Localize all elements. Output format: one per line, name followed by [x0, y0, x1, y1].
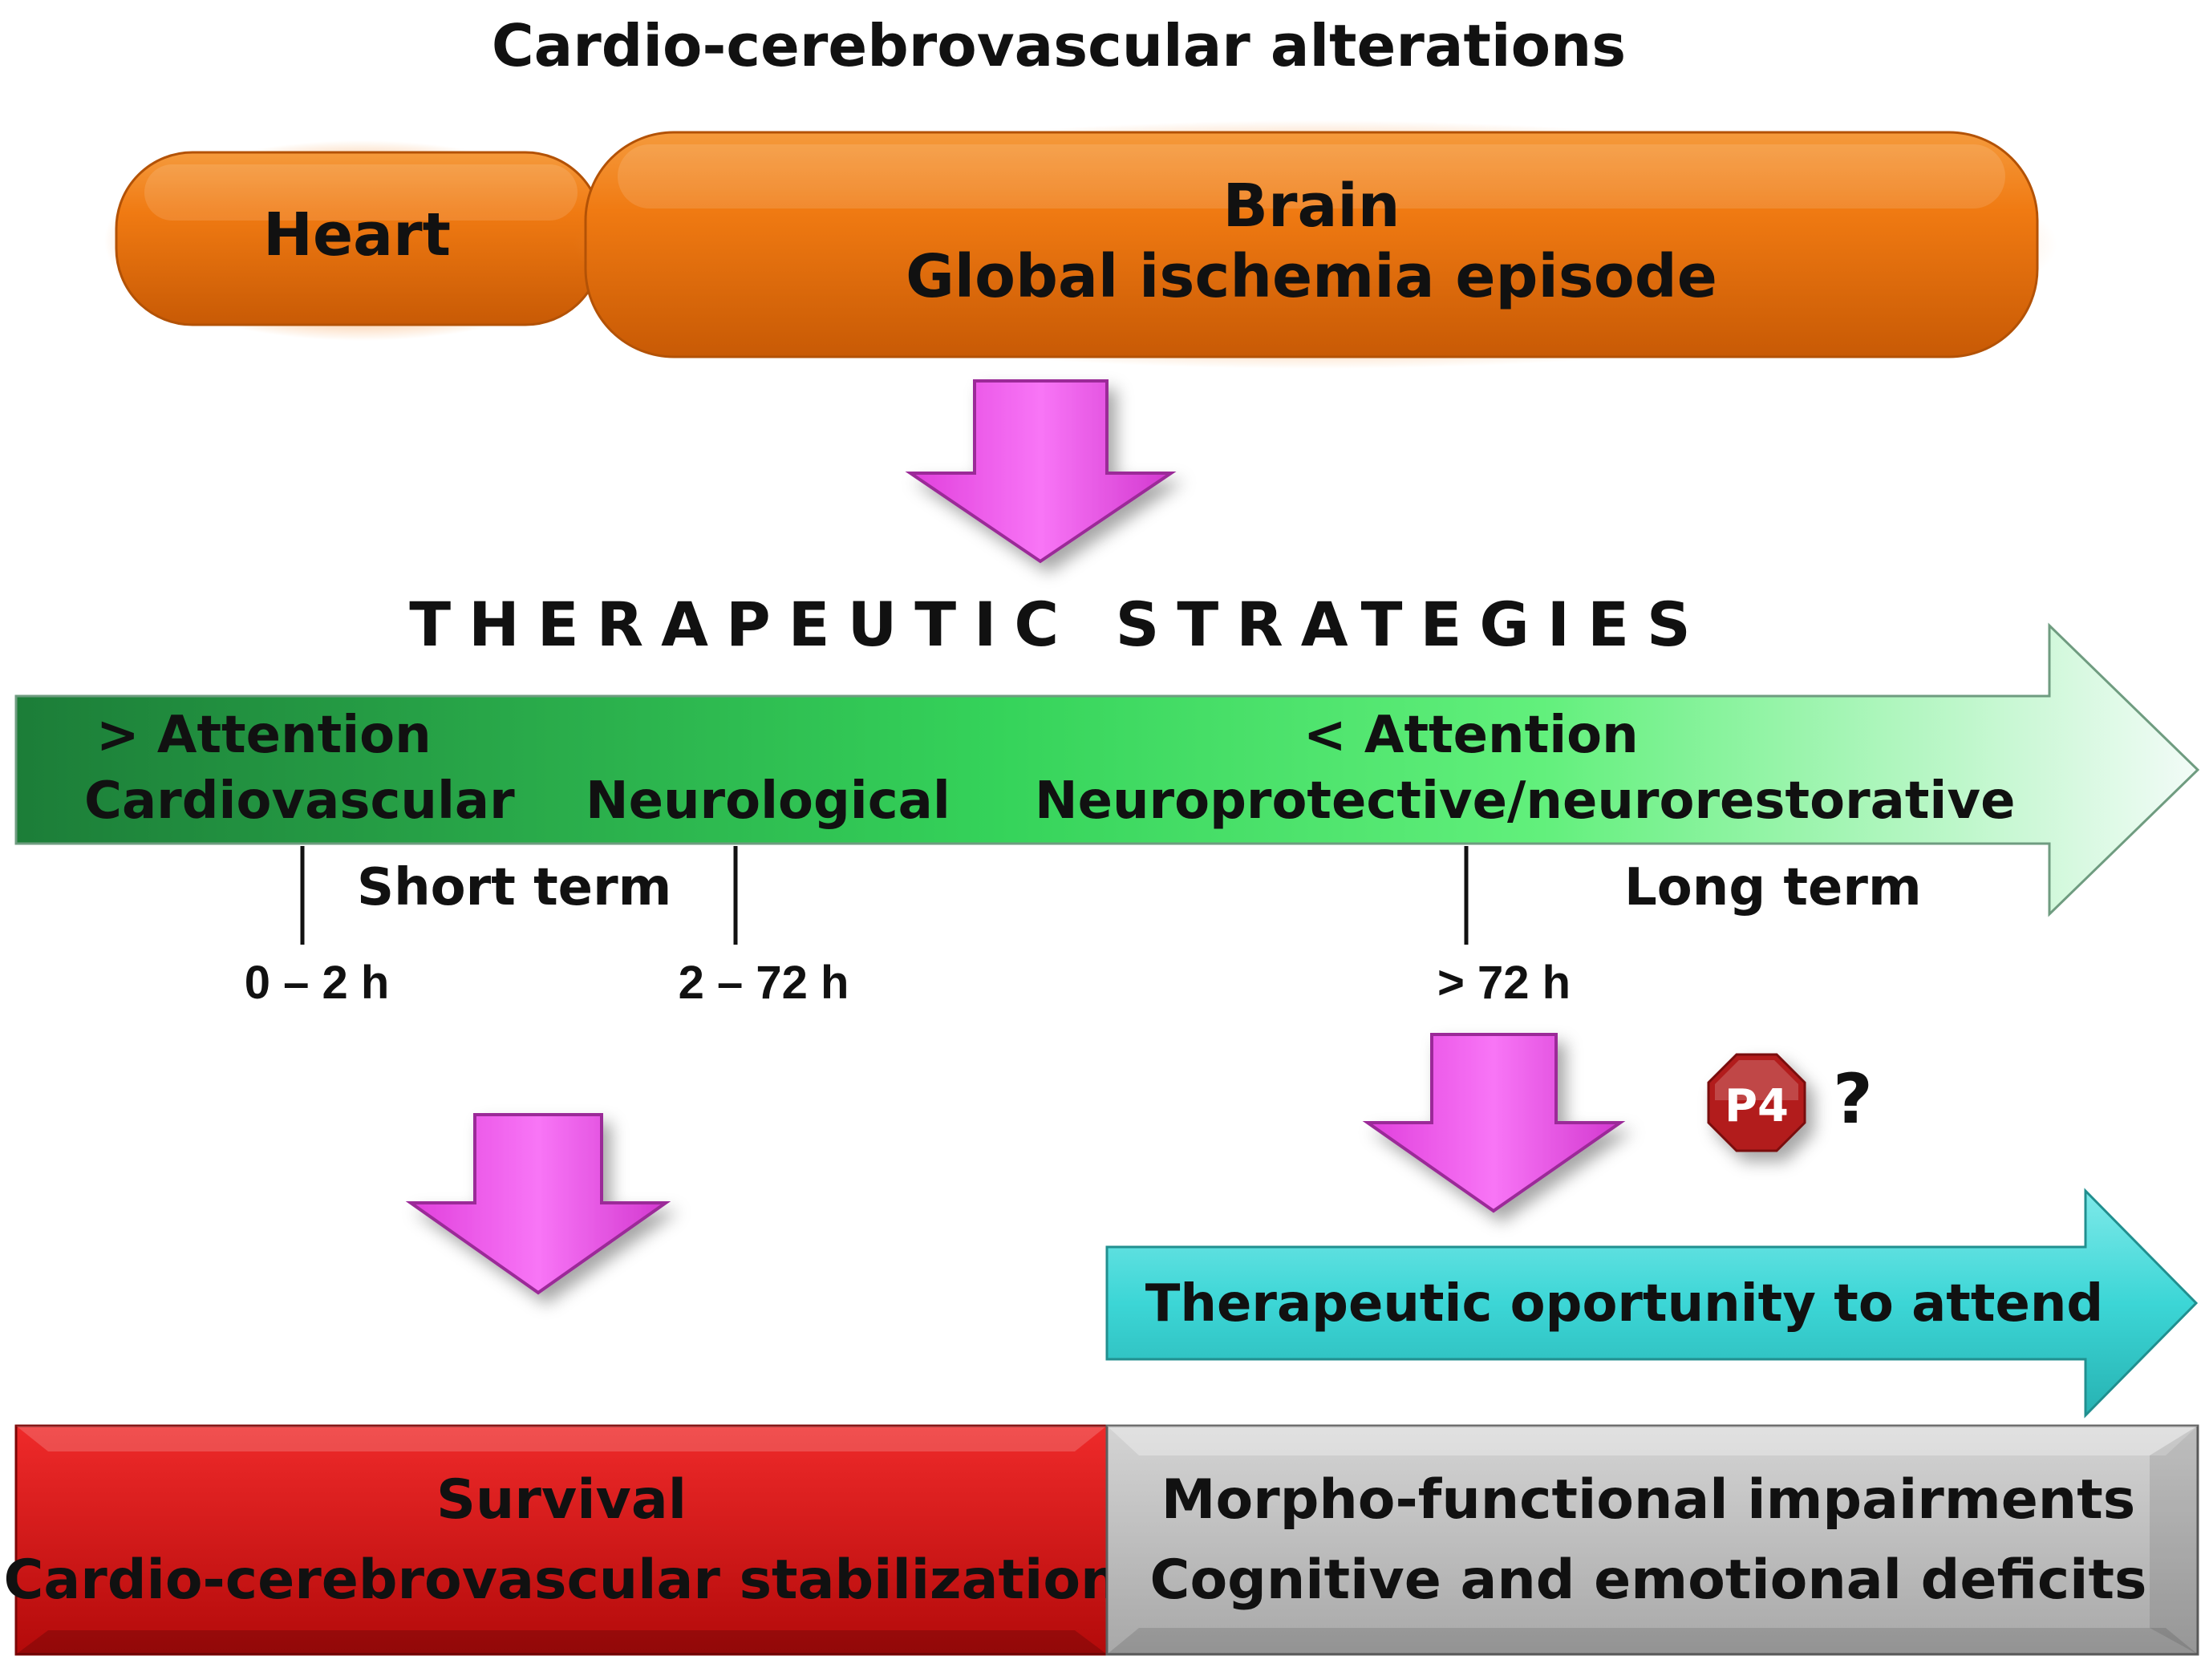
survival-label: Survival — [436, 1468, 687, 1532]
heart-box: Heart — [104, 140, 618, 341]
more-attention-label: > Attention — [96, 706, 432, 765]
p4-label: P4 — [1725, 1080, 1789, 1132]
tick-label-2-72h: 2 – 72 h — [679, 957, 849, 1009]
ischemia-label: Global ischemia episode — [906, 242, 1717, 311]
impairments-box: Morpho-functional impairments Cognitive … — [1105, 1424, 2199, 1656]
tick-label-0-2h: 0 – 2 h — [245, 957, 390, 1009]
down-arrow-2 — [1362, 1033, 1626, 1213]
diagram-title: Cardio-cerebrovascular alterations — [492, 12, 1626, 79]
morpho-functional-label: Morpho-functional impairments — [1161, 1468, 2135, 1532]
down-arrow-1 — [905, 379, 1177, 564]
timeline-arrow — [14, 622, 2200, 917]
cardiovascular-label: Cardiovascular — [84, 771, 515, 831]
cognitive-deficits-label: Cognitive and emotional deficits — [1150, 1548, 2147, 1612]
opportunity-arrow — [1105, 1188, 2199, 1419]
brain-box: Brain Global ischemia episode — [574, 120, 2057, 369]
opportunity-label: Therapeutic oportunity to attend — [1145, 1274, 2103, 1334]
question-mark: ? — [1833, 1059, 1873, 1140]
stabilization-label: Cardio-cerebrovascular stabilization — [4, 1548, 1120, 1612]
long-term-label: Long term — [1624, 858, 1922, 917]
short-term-label: Short term — [357, 858, 671, 917]
neuroprotective-label: Neuroprotective/neurorestorative — [1035, 771, 2015, 831]
p4-badge: P4 — [1707, 1053, 1806, 1152]
strategies-heading: THERAPEUTIC STRATEGIES — [409, 589, 1708, 660]
neurological-label: Neurological — [586, 771, 950, 831]
brain-label: Brain — [1223, 172, 1400, 241]
less-attention-label: < Attention — [1303, 706, 1639, 765]
heart-label: Heart — [263, 200, 451, 269]
tick-label-72h: > 72 h — [1437, 957, 1571, 1009]
survival-box: Survival Cardio-cerebrovascular stabiliz… — [4, 1424, 1120, 1656]
down-arrow-3 — [405, 1113, 671, 1295]
